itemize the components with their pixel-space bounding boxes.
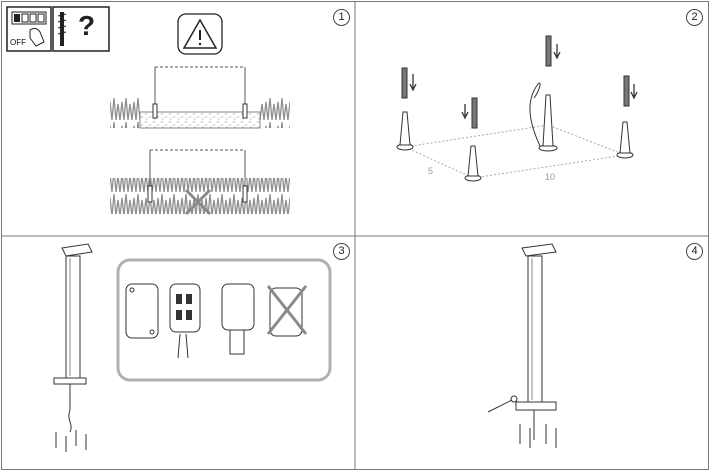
screw-unknown-icon bbox=[52, 6, 110, 52]
step-number-1: 1 bbox=[333, 9, 350, 26]
wrench-icon bbox=[487, 395, 518, 413]
ground-anchor bbox=[616, 121, 634, 159]
step-number-4: 4 bbox=[686, 243, 703, 260]
bollard-light bbox=[515, 243, 557, 440]
correct-install-scene bbox=[110, 66, 290, 129]
cross-mark-icon bbox=[266, 285, 308, 335]
incorrect-install-scene bbox=[110, 149, 290, 216]
junction-box-wrong bbox=[266, 285, 308, 337]
panel-1-drawing bbox=[6, 6, 290, 216]
warning-triangle-icon bbox=[177, 13, 223, 55]
cross-mark-icon bbox=[184, 188, 212, 216]
fixing-screws bbox=[519, 424, 557, 448]
screw-down-arrow bbox=[461, 97, 478, 129]
screw-down-arrow bbox=[545, 35, 561, 67]
panel-3-drawing bbox=[53, 243, 332, 452]
wiring-inset bbox=[116, 258, 332, 382]
screw-down-arrow bbox=[401, 67, 417, 99]
junction-box-closed bbox=[221, 283, 255, 355]
step-number-2: 2 bbox=[686, 9, 703, 26]
step-number-3: 3 bbox=[333, 243, 350, 260]
dimension-short: 5 bbox=[428, 166, 434, 176]
power-switch-off-icon bbox=[6, 6, 52, 52]
panel-2-drawing bbox=[396, 35, 638, 182]
junction-box-open bbox=[169, 283, 201, 359]
bollard-light bbox=[53, 243, 93, 433]
dimension-long: 10 bbox=[545, 172, 556, 182]
question-mark: ? bbox=[78, 10, 96, 41]
junction-box bbox=[125, 283, 159, 339]
fixing-screws bbox=[55, 430, 87, 452]
off-label: OFF bbox=[10, 38, 26, 47]
ground-anchor bbox=[396, 111, 414, 151]
panel-4-drawing bbox=[487, 243, 557, 448]
center-anchor-with-cable bbox=[529, 82, 558, 152]
screw-down-arrow bbox=[623, 75, 638, 107]
ground-anchor bbox=[464, 145, 482, 182]
